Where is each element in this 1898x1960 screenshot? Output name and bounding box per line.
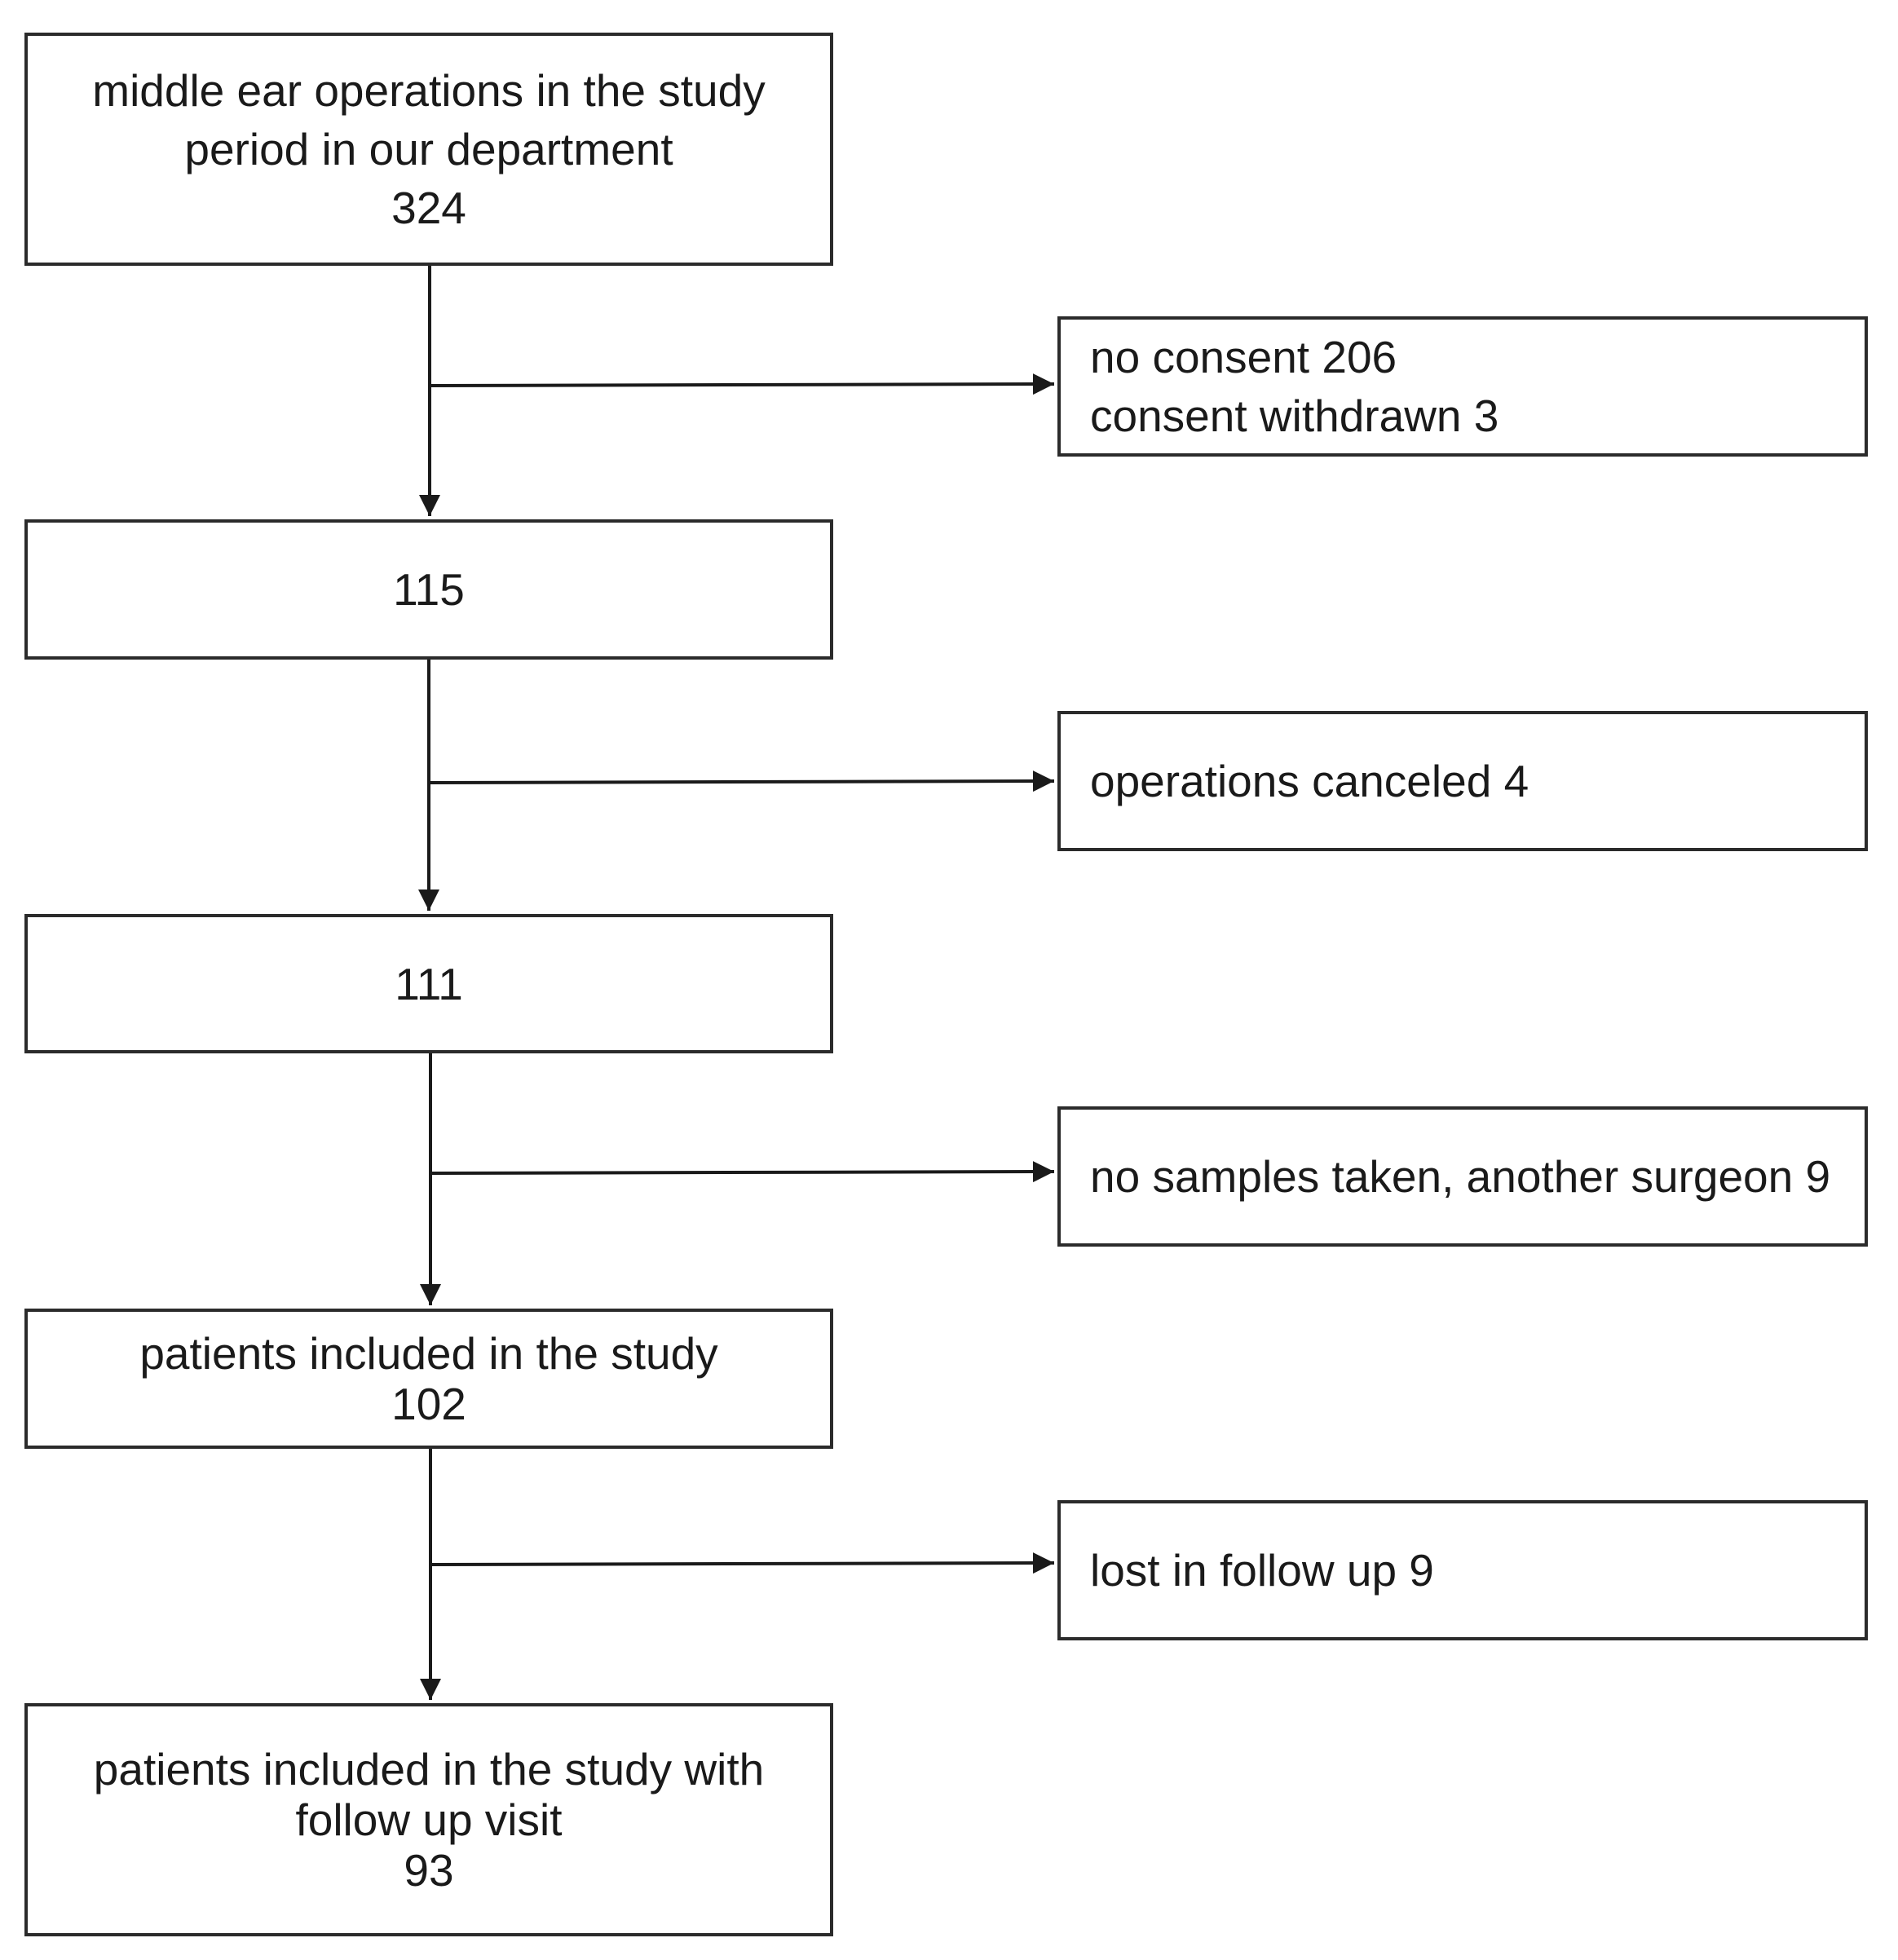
flow-box-count: 115 [393,564,465,615]
exclusion-box-consent: no consent 206 consent withdrawn 3 [1057,316,1868,457]
exclusion-text: no consent 206 [1090,332,1397,382]
flow-box-text: period in our department [184,124,673,174]
flow-box-count: 324 [391,183,466,233]
flow-box-count: 93 [404,1845,454,1896]
flow-box-operations-total: middle ear operations in the study perio… [24,33,833,266]
arrow-exclusion-2 [428,770,1055,792]
flow-box-text: follow up visit [295,1794,563,1845]
flow-box-count: 102 [391,1379,466,1429]
exclusion-text: lost in follow up 9 [1090,1545,1434,1596]
arrow-exclusion-4 [430,1552,1055,1574]
flow-box-after-cancellations: 111 [24,914,833,1053]
exclusion-box-lost-follow-up: lost in follow up 9 [1057,1500,1868,1640]
flow-box-count: 111 [395,958,463,1009]
exclusion-text: operations canceled 4 [1090,756,1529,806]
flow-box-patients-with-follow-up: patients included in the study with foll… [24,1703,833,1936]
exclusion-text: consent withdrawn 3 [1090,391,1499,441]
flow-box-patients-included: patients included in the study 102 [24,1309,833,1449]
flow-box-after-consent: 115 [24,519,833,660]
flow-box-text: middle ear operations in the study [92,65,766,116]
exclusion-box-no-samples: no samples taken, another surgeon 9 [1057,1106,1868,1247]
exclusion-box-canceled: operations canceled 4 [1057,711,1868,851]
arrow-exclusion-3 [430,1161,1055,1183]
exclusion-text: no samples taken, another surgeon 9 [1090,1151,1831,1202]
arrow-exclusion-1 [429,373,1055,395]
flow-box-text: patients included in the study with [93,1744,765,1794]
flow-box-text: patients included in the study [139,1328,718,1379]
